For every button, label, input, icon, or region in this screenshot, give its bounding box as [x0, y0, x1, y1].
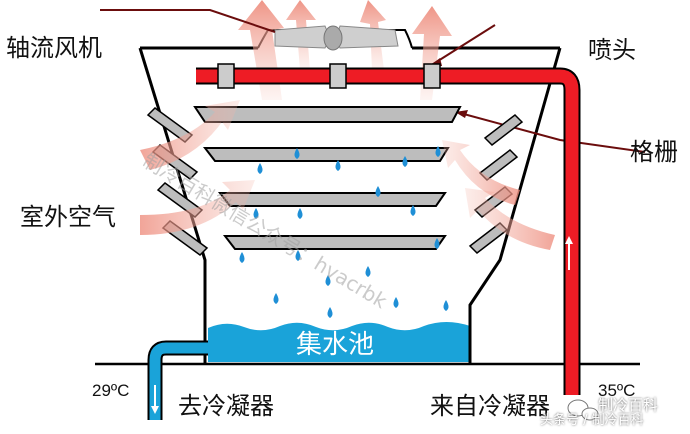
nozzle	[329, 63, 347, 89]
outlet-temperature: 29ºC	[92, 381, 130, 400]
inlet-temperature: 35ºC	[598, 381, 636, 400]
grille-plate	[193, 106, 462, 123]
water-droplet	[325, 275, 331, 286]
water-droplet	[327, 307, 333, 318]
cold-water-pipe-fill	[149, 342, 208, 420]
hot-water-pipe-fill	[196, 69, 579, 395]
air-inlet-arrow-left-upper	[140, 100, 240, 170]
water-droplet	[410, 205, 416, 216]
cold-pipe-flow-arrowhead	[151, 406, 159, 414]
water-droplet	[365, 266, 371, 277]
water-droplet	[297, 208, 303, 219]
pipe-flow-arrowhead	[565, 236, 573, 244]
water-droplet	[294, 148, 300, 159]
water-droplet	[273, 293, 279, 304]
footer-watermark-title: 制冷百科	[598, 396, 659, 414]
water-droplet	[257, 163, 263, 174]
water-droplet	[393, 297, 399, 308]
air-inlet-arrow-left-lower	[140, 180, 255, 235]
fan-leader-line	[100, 9, 276, 33]
wechat-logo-icon	[567, 399, 599, 421]
water-droplet	[335, 160, 341, 171]
water-droplet	[434, 238, 440, 249]
nozzle-leader-line	[429, 24, 496, 67]
grille-label: 格栅	[630, 138, 678, 166]
grille-plate	[202, 147, 450, 162]
grille-plate	[222, 235, 447, 250]
nozzle-label: 喷头	[588, 36, 636, 64]
fan-label: 轴流风机	[6, 34, 102, 62]
water-droplet	[253, 208, 259, 219]
water-droplet	[295, 250, 301, 261]
nozzle	[423, 63, 441, 89]
nozzle	[217, 63, 235, 89]
exhaust-arrow-left	[238, 0, 284, 100]
water-droplet	[443, 300, 449, 311]
outside-air-label: 室外空气	[20, 203, 116, 231]
to-condenser-label: 去冷凝器	[178, 392, 274, 420]
grille-plate	[217, 192, 447, 207]
water-droplet	[239, 252, 245, 263]
collection-basin-water	[208, 322, 470, 362]
water-droplet	[435, 146, 441, 157]
from-condenser-label: 来自冷凝器	[430, 392, 550, 420]
air-inlet-arrow-right-lower	[465, 188, 555, 250]
water-droplets	[239, 146, 449, 318]
louver-right	[483, 114, 524, 146]
air-inlet-arrow-right-upper	[442, 140, 520, 205]
water-droplet	[375, 186, 381, 197]
axial-fan	[274, 25, 399, 51]
footer-watermark-subtitle: 头条号 / 制冷百科	[540, 413, 644, 428]
water-droplet	[402, 156, 408, 167]
grille-leader-line	[459, 112, 646, 153]
collection-basin-label: 集水池	[296, 330, 375, 360]
